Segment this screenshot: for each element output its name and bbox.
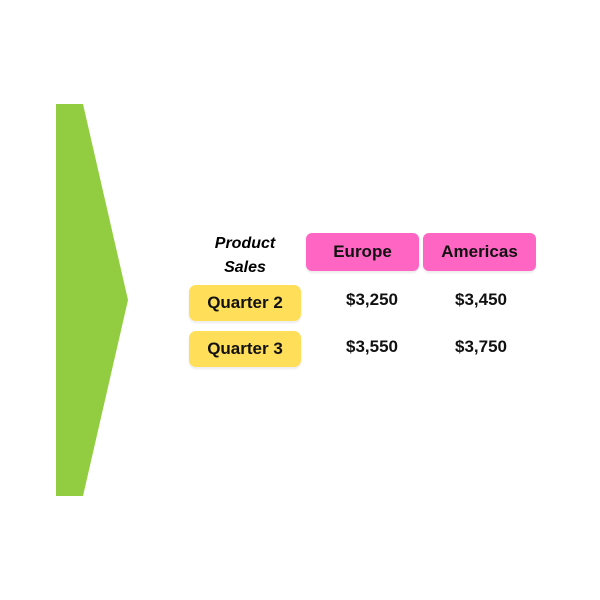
table-title-line-2: Sales bbox=[224, 259, 266, 276]
arrow-chevron bbox=[56, 104, 128, 496]
cell-quarter-3-europe: $3,550 bbox=[346, 337, 398, 356]
table-title: Product Sales bbox=[198, 232, 292, 280]
arrow-shape bbox=[56, 104, 128, 496]
column-header-americas: Americas bbox=[423, 233, 536, 271]
cell-quarter-2-europe: $3,250 bbox=[346, 290, 398, 309]
table-title-line-1: Product bbox=[214, 235, 276, 252]
cell-quarter-2-americas: $3,450 bbox=[455, 290, 507, 309]
column-header-europe: Europe bbox=[306, 233, 419, 271]
row-header-quarter-3: Quarter 3 bbox=[189, 331, 301, 367]
cell-quarter-3-americas: $3,750 bbox=[455, 337, 507, 356]
row-header-quarter-2: Quarter 2 bbox=[189, 285, 301, 321]
